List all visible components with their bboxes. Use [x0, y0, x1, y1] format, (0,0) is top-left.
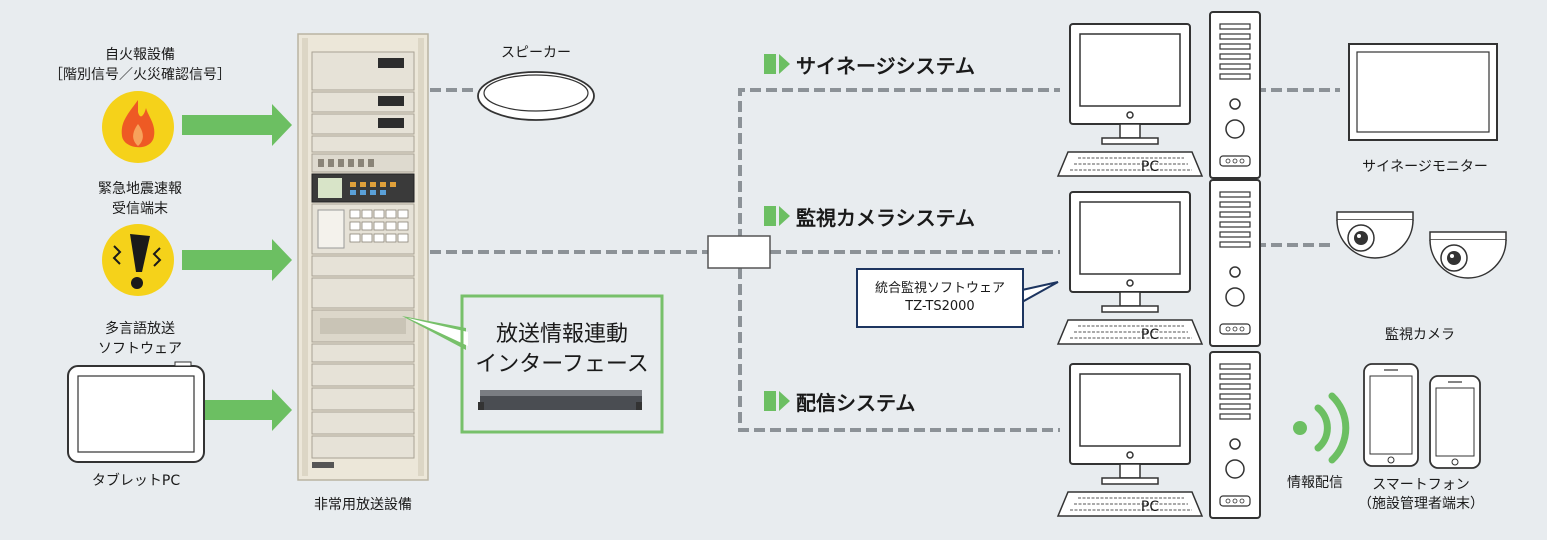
camera-device-label: 監視カメラ: [1385, 327, 1455, 343]
speaker-label: スピーカー: [501, 45, 571, 61]
dome-camera-icon: [1429, 231, 1507, 279]
earthquake-label-line1: 緊急地震速報: [98, 181, 182, 197]
camera-pc-label: PC: [1140, 327, 1160, 343]
network-lines: [430, 88, 1340, 432]
distribution-pc-icon: [1057, 351, 1261, 519]
wireless-label: 情報配信: [1287, 475, 1343, 491]
tablet-label: タブレットPC: [91, 473, 181, 489]
smartphone-label-line2: （施設管理者端末）: [1358, 496, 1484, 512]
software-callout: 統合監視ソフトウェア TZ-TS2000: [856, 268, 1024, 328]
wireless-signal-icon: [1293, 392, 1350, 464]
distribution-pc-label: PC: [1140, 499, 1160, 515]
multilingual-label-line2: ソフトウェア: [98, 341, 182, 357]
interface-pointer: [402, 294, 664, 434]
multilingual-label-line1: 多言語放送: [105, 321, 175, 337]
signage-pc-label: PC: [1140, 159, 1160, 175]
signage-system-title: サイネージシステム: [796, 54, 975, 78]
earthquake-alert-icon: [102, 224, 174, 296]
callout-pointer: [1021, 281, 1059, 304]
fire-alarm-label-line2: ［階別信号／火災確認信号］: [49, 67, 231, 83]
camera-pc-icon: [1057, 179, 1261, 347]
smartphone-label-line1: スマートフォン: [1372, 477, 1470, 493]
earthquake-label-line2: 受信端末: [112, 201, 168, 217]
interface-title-line2: インターフェース: [475, 352, 649, 377]
signage-monitor-label: サイネージモニター: [1362, 159, 1488, 175]
speaker-icon: [477, 71, 595, 121]
fire-alarm-label-line1: 自火報設備: [105, 47, 175, 63]
signage-pc-icon: [1057, 11, 1261, 179]
system-title-markers: [764, 54, 790, 411]
camera-system-title: 監視カメラシステム: [796, 206, 975, 230]
interface-device-icon: [478, 390, 642, 410]
smartphone-icon: [1363, 363, 1419, 467]
tablet-icon: [67, 361, 205, 463]
network-hub: [707, 235, 771, 269]
signage-monitor-icon: [1348, 43, 1498, 141]
input-arrows: [182, 104, 292, 431]
callout-line1: 統合監視ソフトウェア: [874, 281, 1005, 296]
distribution-system-title: 配信システム: [796, 391, 916, 415]
interface-title-line1: 放送情報連動: [495, 322, 628, 347]
broadcast-rack: [297, 33, 429, 481]
dome-camera-icon: [1336, 211, 1414, 259]
rack-label: 非常用放送設備: [314, 497, 412, 513]
fire-alarm-icon: [102, 91, 174, 163]
smartphone-icon: [1429, 375, 1481, 469]
callout-line2: TZ-TS2000: [905, 299, 975, 314]
